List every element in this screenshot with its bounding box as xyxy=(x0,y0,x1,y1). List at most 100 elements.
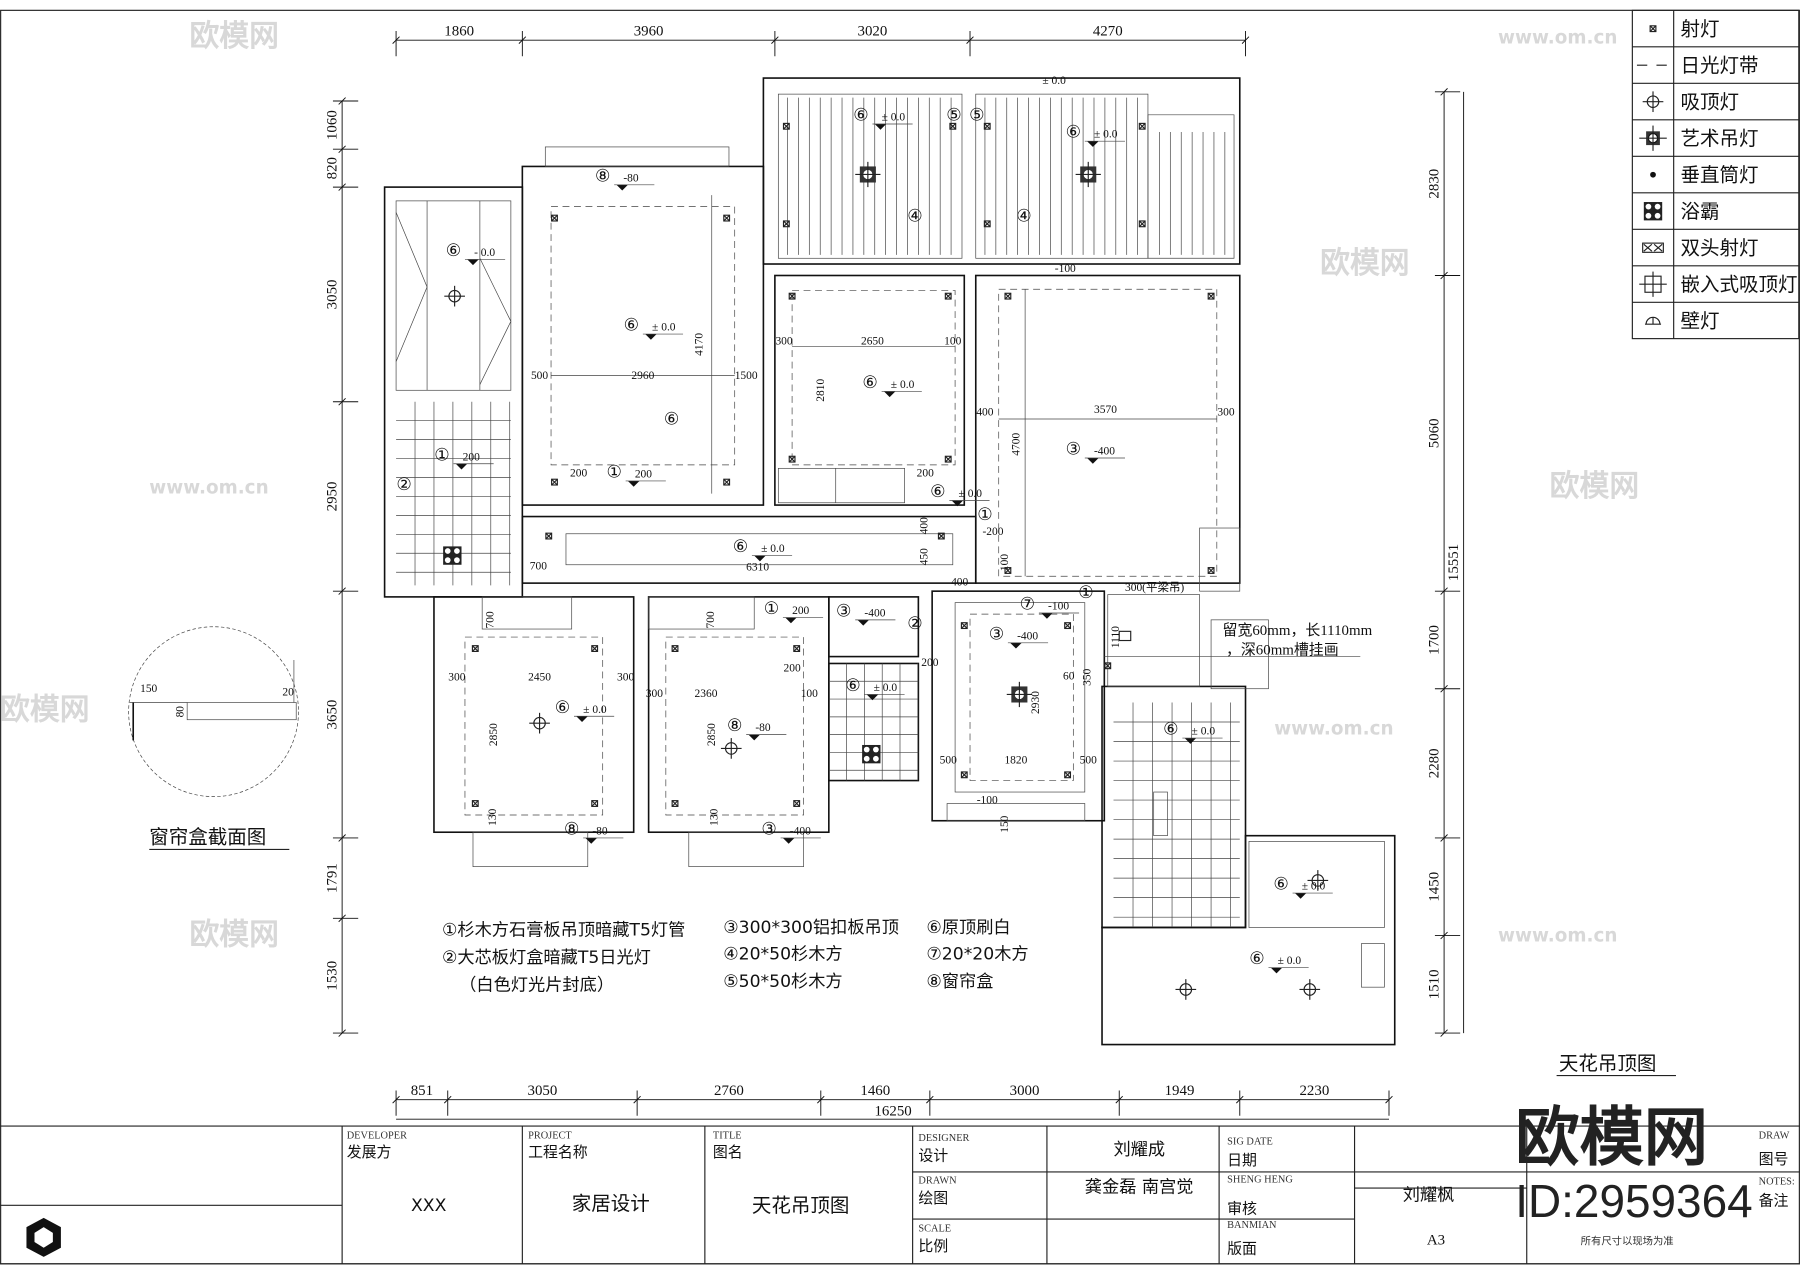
section-dim-20: 20 xyxy=(282,687,294,699)
material-code: ⑧ xyxy=(595,166,610,186)
kitchen-grid-right xyxy=(1113,702,1240,927)
dimension-label: 1700 xyxy=(1426,625,1442,655)
watermark-url: www.om.cn xyxy=(1498,28,1617,49)
elevation-label: ± 0.0 xyxy=(1278,955,1302,967)
note-5: ⑤50*50杉木方 xyxy=(723,972,842,992)
elevation-marker-icon xyxy=(754,555,766,562)
elevation-label: ± 0.0 xyxy=(1302,881,1326,893)
spotlight-icon xyxy=(1138,220,1146,228)
legend-label: 艺术吊灯 xyxy=(1681,127,1759,150)
annotation-marker: ⑥- 0.0 xyxy=(446,241,506,266)
drawn-value: 龚金磊 南宫觉 xyxy=(1085,1178,1194,1198)
elevation-label: -400 xyxy=(1094,446,1115,458)
elevation-label: 200 xyxy=(792,605,809,617)
developer-label-en: DEVELOPER xyxy=(347,1131,407,1142)
dimension-label: 3050 xyxy=(324,280,340,310)
inner-dimension-label: 400 xyxy=(951,576,968,588)
annotation-marker: ⑥± 0.0 xyxy=(1163,720,1223,744)
inner-dimension-label: 700 xyxy=(530,560,547,572)
developer-value: XXX xyxy=(411,1196,447,1216)
legend-label: 吸顶灯 xyxy=(1681,91,1740,114)
material-code: ① xyxy=(1078,583,1093,603)
inner-dimension-label: 100 xyxy=(944,335,961,347)
elevation-label: ± 0.0 xyxy=(761,543,785,555)
inner-dimension-label: 4700 xyxy=(1010,432,1022,455)
spotlight-icon xyxy=(960,622,968,630)
annotation-marker: ⑥± 0.0 xyxy=(555,698,615,723)
inner-dimension-label: 2930 xyxy=(1030,691,1042,714)
dimension-label: 5060 xyxy=(1426,418,1442,448)
double-spotlight-icon xyxy=(1642,242,1664,253)
legend-label: 垂直筒灯 xyxy=(1681,164,1759,187)
inner-dimension-label: 130 xyxy=(708,808,720,825)
dimension-label: 1460 xyxy=(860,1083,890,1099)
dimension-label: 3050 xyxy=(528,1083,558,1099)
hang-note-1: 留宽60mm，长1110mm xyxy=(1223,622,1373,639)
inner-dimension-label: 300 xyxy=(1217,407,1234,419)
bath-heater-icon xyxy=(443,546,462,565)
total-height-label: 15551 xyxy=(1446,544,1462,581)
curtain-box-section: 150 80 20 窗帘盒截面图 xyxy=(128,626,299,851)
material-code: ⑤ xyxy=(946,106,961,126)
spotlight-icon xyxy=(1064,771,1072,779)
inner-dimension-label: 2810 xyxy=(815,379,827,402)
material-code: ① xyxy=(977,505,992,525)
material-code: ⑥ xyxy=(446,241,461,261)
elevation-label: ± 0.0 xyxy=(882,112,906,124)
note-6: ⑥原顶刷白 xyxy=(926,918,1010,938)
spotlight-icon xyxy=(788,455,796,463)
legend-label: 射灯 xyxy=(1681,18,1720,41)
material-code: ④ xyxy=(1016,207,1031,227)
dimension-label: 851 xyxy=(411,1083,433,1099)
note-1: ①杉木方石膏板吊顶暗藏T5灯管 xyxy=(442,920,685,941)
dimension-lines xyxy=(332,30,1465,1120)
bath-heater-icon xyxy=(1643,202,1663,221)
material-code: ③ xyxy=(836,601,851,621)
dimension-label: 4270 xyxy=(1093,24,1123,40)
notes-label-en: NOTES: xyxy=(1759,1177,1795,1188)
ceiling-lamp-icon xyxy=(1307,870,1329,891)
watermark-brand: 欧模网 xyxy=(1550,469,1639,504)
notes-value: 所有尺寸以现场为准 xyxy=(1581,1234,1674,1247)
material-code: ⑥ xyxy=(1273,875,1288,895)
inner-dimension-label: 700 xyxy=(705,611,717,628)
inner-dimension-label: 450 xyxy=(919,548,931,565)
dimension-label: 2950 xyxy=(324,482,340,512)
spotlight-icon xyxy=(1138,122,1146,130)
top-level-label: ± 0.0 xyxy=(1042,75,1066,87)
dimension-label: 1450 xyxy=(1426,872,1442,902)
annotation-marker: ① xyxy=(1078,583,1093,603)
inner-dimension-label: 2850 xyxy=(706,723,718,746)
material-code: ⑧ xyxy=(564,820,579,840)
section-title: 窗帘盒截面图 xyxy=(149,826,266,849)
elevation-label: -400 xyxy=(864,607,885,619)
annotation-marker: ⑦-100 xyxy=(1020,595,1080,619)
elevation-marker-icon xyxy=(883,391,896,398)
elevation-label: -80 xyxy=(592,826,608,838)
note-8: ⑧窗帘盒 xyxy=(926,972,993,992)
inner-dimension-label: 100 xyxy=(999,554,1011,571)
elevation-marker-icon xyxy=(785,617,797,624)
annotation-marker: ③-400 xyxy=(761,820,821,844)
inner-dimension-label: 200 xyxy=(921,657,938,669)
elevation-label: -400 xyxy=(790,826,811,838)
double-spotlight-icon xyxy=(1118,630,1132,642)
material-code: ② xyxy=(396,475,411,495)
inner-dimension-label: 2450 xyxy=(528,672,551,684)
dimension-label: 820 xyxy=(324,157,340,179)
banmian-label: 版面 xyxy=(1227,1240,1257,1257)
title-label-en: TITLE xyxy=(713,1131,742,1142)
watermarks: 欧模网 欧模网 欧模网 欧模网 欧模网 www.om.cn www.om.cn … xyxy=(0,19,1639,953)
spotlight-icon xyxy=(1104,662,1112,670)
ceiling-lamp-icon xyxy=(444,285,465,307)
project-label-en: PROJECT xyxy=(528,1131,572,1142)
designer-label-en: DESIGNER xyxy=(918,1133,969,1144)
spotlight-icon xyxy=(788,292,796,300)
wall-lamp-icon xyxy=(1644,316,1662,325)
spotlight-icon xyxy=(471,645,479,652)
spotlight-icon xyxy=(545,532,553,540)
legend-label: 浴霸 xyxy=(1681,200,1720,223)
annotation-marker: ⑤ xyxy=(969,106,984,126)
dimension-label: 2830 xyxy=(1426,169,1442,199)
